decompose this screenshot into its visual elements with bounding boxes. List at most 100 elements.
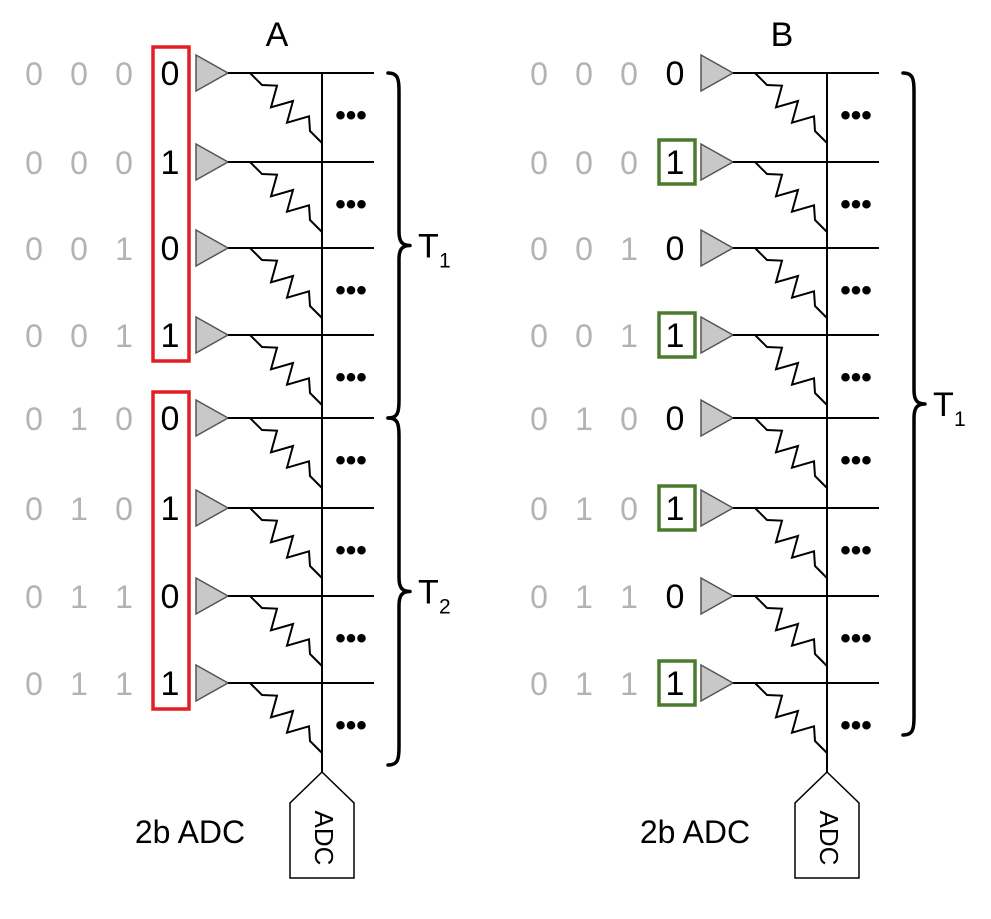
continuation-dots: ••• [840, 274, 872, 307]
resistor-icon [249, 595, 323, 667]
prefix-bit: 0 [115, 491, 133, 527]
panel-a-title: A [266, 16, 289, 54]
prefix-bit: 0 [25, 401, 43, 437]
buffer-triangle-icon [700, 228, 735, 268]
time-step-subscript: 1 [439, 250, 451, 273]
prefix-bit: 0 [530, 56, 548, 92]
adc-block-icon [289, 770, 355, 879]
highlight-box [151, 390, 191, 711]
buffer-triangle-icon [195, 315, 230, 355]
prefix-bit: 1 [70, 491, 88, 527]
prefix-bit: 0 [25, 145, 43, 181]
prefix-bit: 1 [70, 401, 88, 437]
input-bit: 0 [666, 578, 685, 616]
buffer-triangle-icon [195, 53, 230, 93]
highlight-box [657, 311, 697, 359]
buffer-triangle-icon [195, 576, 230, 616]
time-step-label: T [418, 228, 439, 266]
input-bit: 1 [666, 317, 685, 355]
resistor-icon [249, 682, 323, 754]
prefix-bit: 0 [620, 56, 638, 92]
prefix-bit: 0 [620, 401, 638, 437]
input-bit: 0 [161, 230, 180, 268]
prefix-bit: 1 [575, 666, 593, 702]
prefix-bit: 0 [530, 401, 548, 437]
continuation-dots: ••• [335, 274, 367, 307]
prefix-bit: 0 [25, 318, 43, 354]
highlight-box [151, 45, 191, 363]
highlight-box [657, 484, 697, 532]
time-step-label: T [933, 386, 954, 424]
continuation-dots: ••• [840, 361, 872, 394]
buffer-triangle-icon [700, 663, 735, 703]
resistor-icon [249, 417, 323, 489]
resistor-icon [249, 247, 323, 319]
curly-brace [386, 71, 412, 420]
prefix-bit: 0 [25, 231, 43, 267]
resistor-icon [754, 161, 828, 233]
prefix-bit: 1 [620, 231, 638, 267]
prefix-bit: 1 [575, 579, 593, 615]
prefix-bit: 0 [620, 145, 638, 181]
continuation-dots: ••• [335, 99, 367, 132]
prefix-bit: 0 [115, 401, 133, 437]
buffer-triangle-icon [195, 488, 230, 528]
prefix-bit: 0 [115, 145, 133, 181]
continuation-dots: ••• [840, 709, 872, 742]
time-step-subscript: 2 [439, 596, 451, 619]
prefix-bit: 0 [575, 318, 593, 354]
buffer-triangle-icon [195, 228, 230, 268]
resistor-icon [249, 507, 323, 579]
prefix-bit: 0 [575, 145, 593, 181]
resistor-icon [249, 161, 323, 233]
prefix-bit: 0 [530, 666, 548, 702]
adc-block-text: ADC [814, 811, 844, 866]
prefix-bit: 1 [620, 318, 638, 354]
prefix-bit: 1 [115, 579, 133, 615]
highlight-box [657, 138, 697, 186]
prefix-bit: 0 [70, 56, 88, 92]
buffer-triangle-icon [700, 315, 735, 355]
continuation-dots: ••• [335, 534, 367, 567]
buffer-triangle-icon [700, 488, 735, 528]
input-bit: 0 [666, 400, 685, 438]
continuation-dots: ••• [335, 709, 367, 742]
input-bit: 1 [161, 490, 180, 528]
input-bit: 1 [161, 144, 180, 182]
resistor-icon [754, 507, 828, 579]
input-bit: 1 [666, 490, 685, 528]
continuation-dots: ••• [840, 622, 872, 655]
prefix-bit: 0 [25, 56, 43, 92]
prefix-bit: 1 [115, 666, 133, 702]
prefix-bit: 0 [70, 145, 88, 181]
buffer-triangle-icon [700, 576, 735, 616]
adc-block-icon [794, 770, 860, 879]
resistor-icon [754, 247, 828, 319]
continuation-dots: ••• [840, 444, 872, 477]
prefix-bit: 1 [115, 231, 133, 267]
input-bit: 1 [161, 665, 180, 703]
prefix-bit: 0 [575, 56, 593, 92]
time-step-subscript: 1 [954, 408, 966, 431]
prefix-bit: 0 [25, 666, 43, 702]
prefix-bit: 1 [620, 666, 638, 702]
prefix-bit: 0 [25, 491, 43, 527]
resistor-icon [249, 72, 323, 144]
continuation-dots: ••• [335, 444, 367, 477]
panel-b-title: B [771, 16, 794, 54]
prefix-bit: 0 [530, 318, 548, 354]
prefix-bit: 0 [530, 491, 548, 527]
time-step-label: T [418, 574, 439, 612]
prefix-bit: 0 [620, 491, 638, 527]
resistor-icon [754, 334, 828, 406]
resistor-icon [754, 682, 828, 754]
adc-block-text: ADC [309, 811, 339, 866]
continuation-dots: ••• [335, 622, 367, 655]
input-bit: 0 [666, 230, 685, 268]
buffer-triangle-icon [195, 398, 230, 438]
buffer-triangle-icon [700, 142, 735, 182]
buffer-triangle-icon [700, 398, 735, 438]
input-bit: 0 [161, 400, 180, 438]
buffer-triangle-icon [700, 53, 735, 93]
